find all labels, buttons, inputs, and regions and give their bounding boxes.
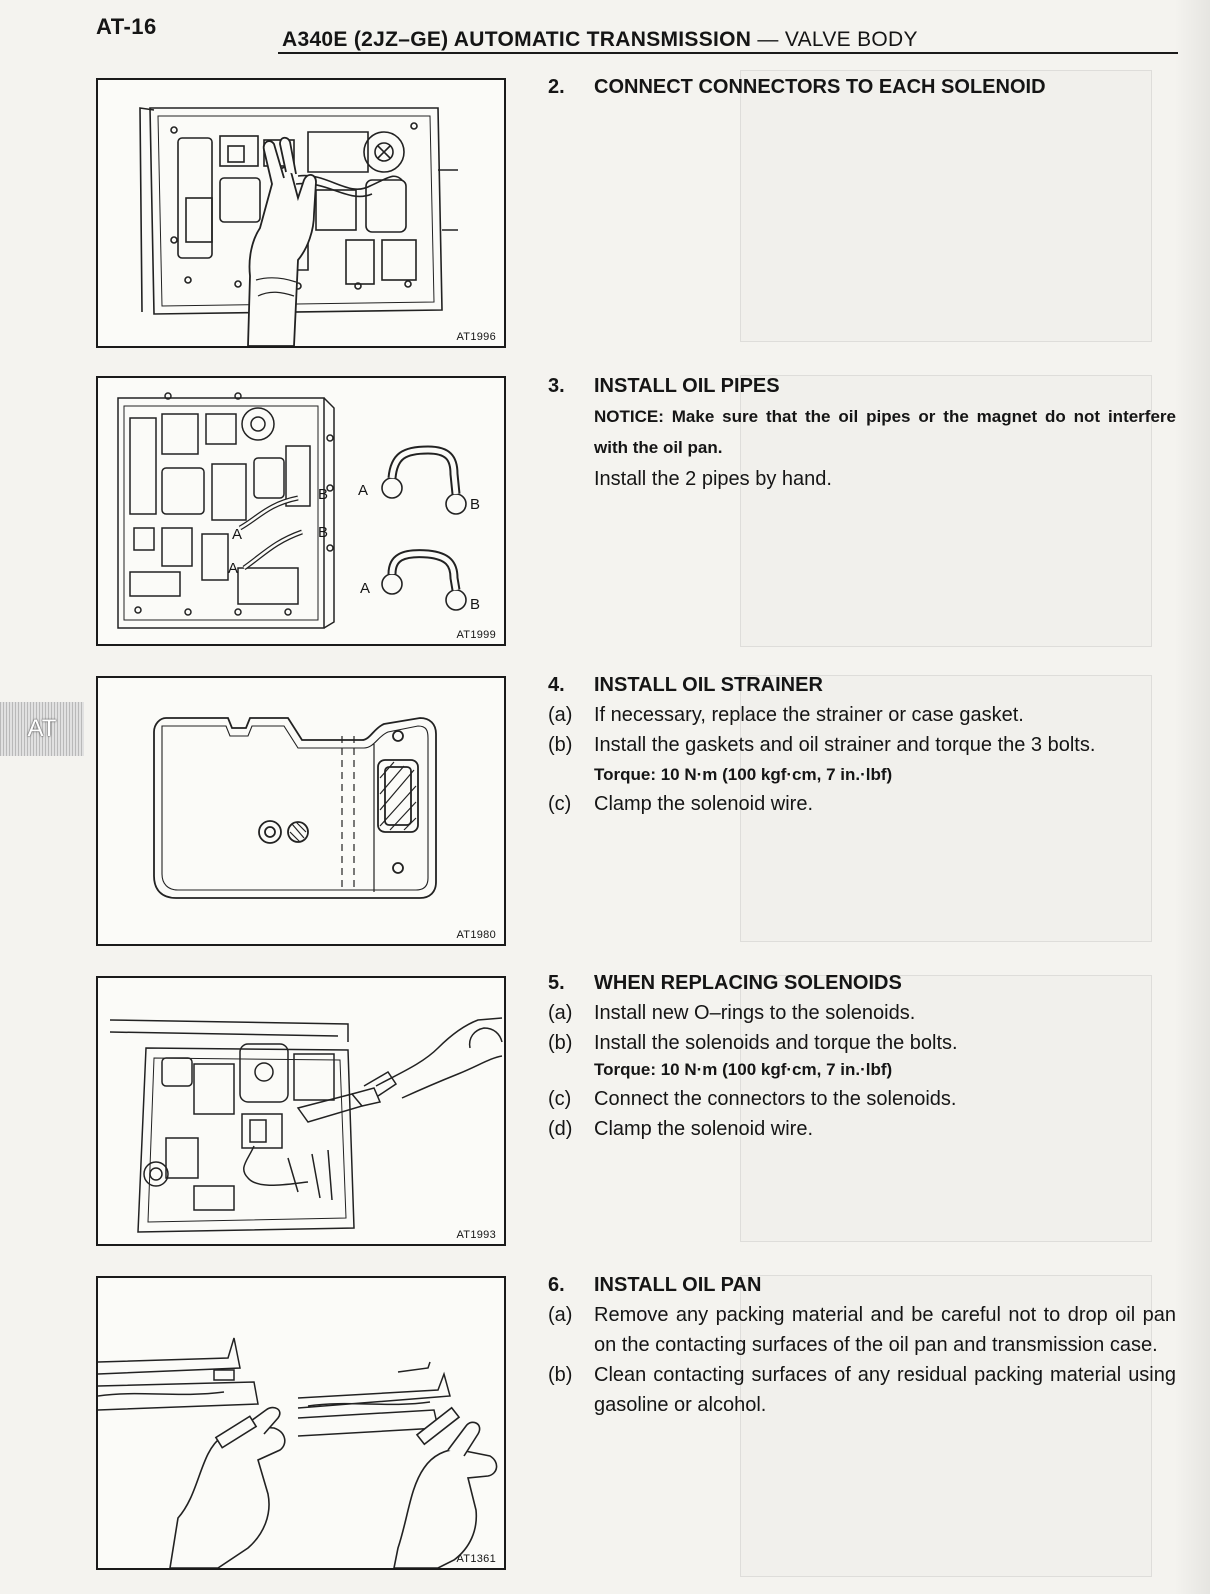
bleed-through-panel [740, 1275, 1152, 1577]
figure-code: AT1999 [456, 629, 496, 641]
substep-text: Install the gaskets and oil strainer and… [594, 734, 1096, 756]
figure-install-oil-pipes: A B A B B B A A AT1999 [96, 376, 506, 646]
substep: (a) Remove any packing material and be c… [548, 1300, 1176, 1360]
substep: (b) Clean contacting surfaces of any res… [548, 1360, 1176, 1420]
substep-marker: (c) [548, 793, 572, 815]
substep-text: Clean contacting surfaces of any residua… [594, 1364, 1176, 1416]
step-heading: 4. INSTALL OIL STRAINER [548, 670, 1176, 700]
substep: (d) Clamp the solenoid wire. [548, 1114, 1176, 1144]
substep-text: Clamp the solenoid wire. [594, 793, 813, 815]
substep-text: Install the solenoids and torque the bol… [594, 1032, 958, 1054]
substep-marker: (d) [548, 1118, 573, 1140]
pipe-label-a: A [360, 580, 371, 597]
oil-strainer-illustration [153, 717, 437, 899]
step-title: CONNECT CONNECTORS TO EACH SOLENOID [594, 76, 1046, 98]
step-number: 4. [548, 674, 565, 696]
step-title: INSTALL OIL STRAINER [594, 674, 823, 696]
step-heading: 6. INSTALL OIL PAN [548, 1270, 1176, 1300]
page-header-title: A340E (2JZ–GE) AUTOMATIC TRANSMISSION — … [282, 28, 918, 52]
solenoid-installation-illustration [109, 1017, 503, 1233]
step-heading: 3. INSTALL OIL PIPES [548, 371, 1176, 401]
side-tab-label: AT [27, 715, 57, 742]
substep: (b) Install the gaskets and oil strainer… [548, 730, 1176, 760]
step-instruction: Install the 2 pipes by hand. [594, 468, 832, 490]
pipe-label-b: B [318, 524, 329, 541]
substep: (b) Install the solenoids and torque the… [548, 1028, 1176, 1058]
step-title: WHEN REPLACING SOLENOIDS [594, 972, 902, 994]
step-number: 2. [548, 76, 565, 98]
substep-marker: (b) [548, 1364, 573, 1386]
step-heading: 5. WHEN REPLACING SOLENOIDS [548, 968, 1176, 998]
header-section: — VALVE BODY [757, 28, 918, 51]
substep-text: Remove any packing material and be caref… [594, 1304, 1176, 1356]
substep-marker: (a) [548, 1002, 573, 1024]
substep-marker: (a) [548, 704, 573, 726]
valve-body-hand-illustration [139, 107, 458, 346]
step-number: 6. [548, 1274, 565, 1296]
pipe-label-b: B [470, 496, 481, 513]
substep-marker: (b) [548, 1032, 573, 1054]
substep-text: Connect the connectors to the solenoids. [594, 1088, 957, 1110]
substep: (c) Clamp the solenoid wire. [548, 789, 1176, 819]
figure-code: AT1996 [456, 331, 496, 343]
step-title: INSTALL OIL PIPES [594, 375, 780, 397]
oil-pipes-illustration [117, 392, 467, 629]
figure-code: AT1980 [456, 929, 496, 941]
page-number: AT-16 [96, 14, 157, 39]
step-install-oil-pan: 6. INSTALL OIL PAN (a) Remove any packin… [548, 1270, 1176, 1420]
step-replace-solenoids: 5. WHEN REPLACING SOLENOIDS (a) Install … [548, 968, 1176, 1144]
header-rule [278, 52, 1178, 54]
figure-code: AT1993 [456, 1229, 496, 1241]
notice-text: NOTICE: Make sure that the oil pipes or … [594, 407, 1176, 457]
substep: (a) If necessary, replace the strainer o… [548, 700, 1176, 730]
substep: (c) Connect the connectors to the soleno… [548, 1084, 1176, 1114]
section-side-tab: AT [0, 702, 84, 756]
step-title: INSTALL OIL PAN [594, 1274, 762, 1296]
substep-text: Clamp the solenoid wire. [594, 1118, 813, 1140]
bleed-through-panel [740, 375, 1152, 647]
pipe-label-b: B [318, 486, 329, 503]
figure-connect-connectors: AT1996 [96, 78, 506, 348]
figure-install-oil-strainer: AT1980 [96, 676, 506, 946]
bleed-through-panel [740, 70, 1152, 342]
header-manual-title: A340E (2JZ–GE) AUTOMATIC TRANSMISSION [282, 28, 752, 51]
substep: (a) Install new O–rings to the solenoids… [548, 998, 1176, 1028]
oil-pan-cleaning-illustration [98, 1337, 498, 1568]
bleed-through-panel [740, 975, 1152, 1242]
torque-spec: Torque: 10 N·m (100 kgf·cm, 7 in.·lbf) [594, 1060, 893, 1079]
step-heading: 2. CONNECT CONNECTORS TO EACH SOLENOID [548, 72, 1176, 102]
figure-install-oil-pan: AT1361 [96, 1276, 506, 1570]
figure-code: AT1361 [456, 1553, 496, 1565]
bleed-through-panel [740, 675, 1152, 942]
torque-spec: Torque: 10 N·m (100 kgf·cm, 7 in.·lbf) [594, 765, 893, 784]
step-number: 5. [548, 972, 565, 994]
page-edge-shadow [1174, 0, 1210, 1594]
pipe-label-a: A [228, 560, 239, 577]
pipe-label-a: A [232, 526, 243, 543]
step-connect-connectors: 2. CONNECT CONNECTORS TO EACH SOLENOID [548, 72, 1176, 102]
substep-text: If necessary, replace the strainer or ca… [594, 704, 1024, 726]
pipe-label-b: B [470, 596, 481, 613]
pipe-label-a: A [358, 482, 369, 499]
step-install-oil-pipes: 3. INSTALL OIL PIPES NOTICE: Make sure t… [548, 371, 1176, 494]
step-number: 3. [548, 375, 565, 397]
substep-text: Install new O–rings to the solenoids. [594, 1002, 916, 1024]
figure-replace-solenoids: AT1993 [96, 976, 506, 1246]
substep-marker: (b) [548, 734, 573, 756]
step-install-oil-strainer: 4. INSTALL OIL STRAINER (a) If necessary… [548, 670, 1176, 819]
substep-marker: (c) [548, 1088, 572, 1110]
substep-marker: (a) [548, 1304, 573, 1326]
